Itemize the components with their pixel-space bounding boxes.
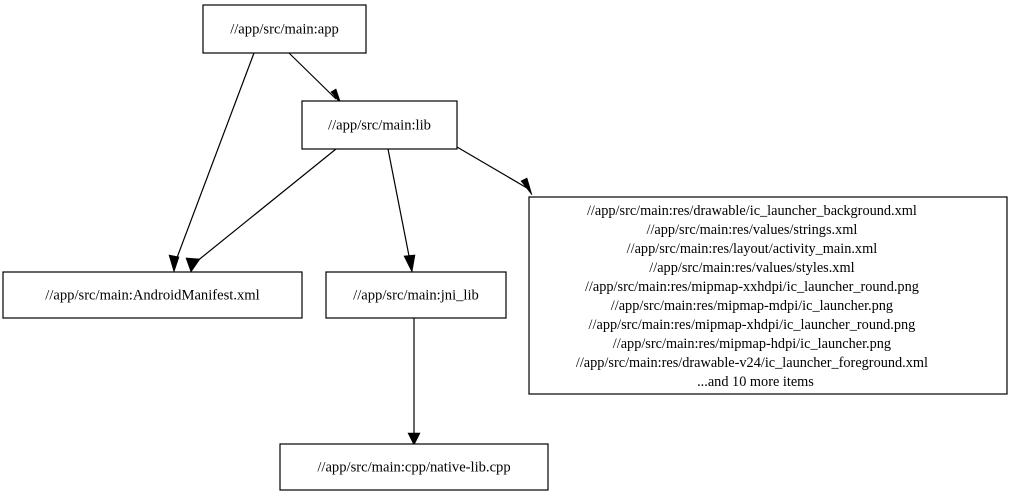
node-box[interactable] [301, 100, 458, 150]
resource-line: ...and 10 more items [697, 374, 814, 390]
node-android-manifest[interactable]: //app/src/main:AndroidManifest.xml [2, 271, 303, 319]
edge-line [195, 148, 337, 263]
node-label-native-lib-cpp: //app/src/main:cpp/native-lib.cpp [317, 459, 510, 475]
node-label-app: //app/src/main:app [230, 21, 339, 37]
edge-lib-to-jni-lib [387, 148, 416, 273]
resource-line: //app/src/main:res/drawable/ic_launcher_… [587, 203, 917, 219]
edge-lib-to-manifest [185, 148, 337, 273]
resource-line: //app/src/main:res/mipmap-hdpi/ic_launch… [613, 336, 891, 352]
edge-app-to-lib [288, 52, 342, 105]
node-box[interactable] [2, 271, 303, 319]
edge-jni-lib-to-native-lib [407, 318, 421, 446]
edge-line [387, 148, 411, 262]
node-label-jni-lib: //app/src/main:jni_lib [353, 287, 479, 303]
node-box[interactable] [325, 271, 507, 319]
resource-line: //app/src/main:res/layout/activity_main.… [627, 241, 878, 257]
arrowhead-icon [168, 254, 180, 274]
arrowhead-icon [185, 257, 201, 273]
node-resources[interactable]: //app/src/main:res/drawable/ic_launcher_… [528, 196, 1008, 395]
node-native-lib-cpp[interactable]: //app/src/main:cpp/native-lib.cpp [279, 443, 549, 491]
resource-line: //app/src/main:res/mipmap-xxhdpi/ic_laun… [585, 279, 919, 295]
node-label-resources: //app/src/main:res/drawable/ic_launcher_… [576, 203, 960, 390]
node-lib[interactable]: //app/src/main:lib [301, 100, 458, 150]
node-label-lib: //app/src/main:lib [328, 117, 431, 133]
edge-app-to-manifest [168, 52, 255, 274]
edge-line [288, 52, 337, 100]
resource-line: //app/src/main:res/mipmap-xhdpi/ic_launc… [589, 317, 916, 333]
arrowhead-icon [403, 254, 416, 273]
node-app[interactable]: //app/src/main:app [202, 4, 367, 54]
resource-line: //app/src/main:res/drawable-v24/ic_launc… [576, 355, 928, 371]
node-box[interactable] [202, 4, 367, 54]
node-box[interactable] [528, 196, 1008, 395]
node-box[interactable] [279, 443, 549, 491]
arrowhead-icon [407, 432, 421, 446]
edge-line [456, 146, 528, 189]
resource-line: //app/src/main:res/values/strings.xml [646, 222, 857, 238]
node-label-android-manifest: //app/src/main:AndroidManifest.xml [45, 287, 259, 303]
resource-line: //app/src/main:res/mipmap-mdpi/ic_launch… [611, 298, 893, 314]
arrowhead-icon [330, 88, 342, 105]
edge-line [174, 52, 255, 264]
node-jni-lib[interactable]: //app/src/main:jni_lib [325, 271, 507, 319]
resource-line: //app/src/main:res/values/styles.xml [649, 260, 854, 276]
arrowhead-icon [520, 177, 533, 196]
edge-lib-to-resources [456, 146, 533, 196]
